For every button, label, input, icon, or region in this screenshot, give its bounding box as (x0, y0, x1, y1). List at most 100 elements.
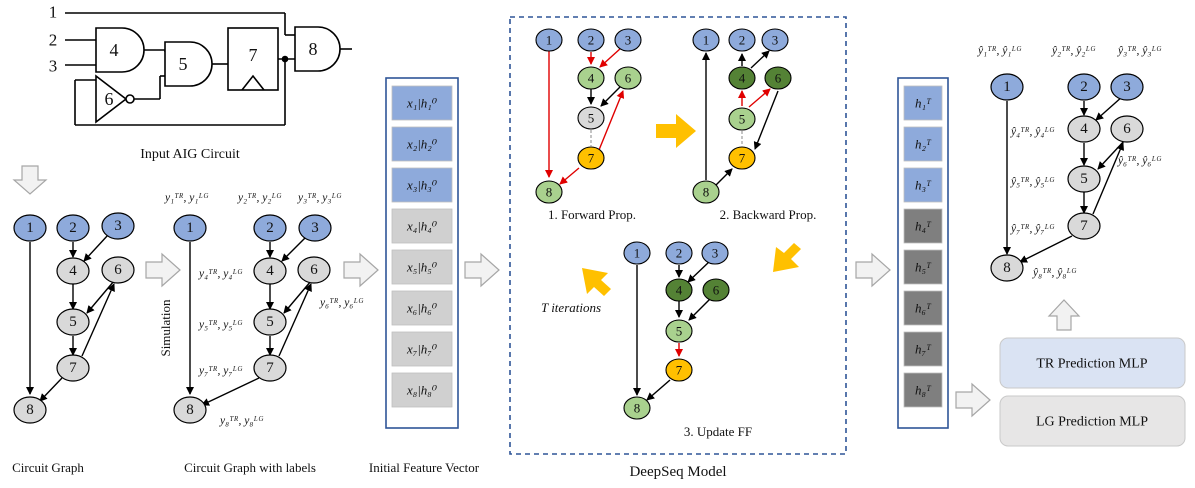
sim-label-2: y₂ᵀᴿ, y₂ᴸᴳ (237, 192, 282, 204)
final-feature-label: h₇ᵀ (915, 342, 932, 357)
caption-deepseq-model: DeepSeq Model (629, 464, 726, 480)
node-3-label: 3 (114, 218, 122, 234)
node-1 (13, 214, 47, 242)
backward-prop-graph: 1 2 3 4 6 5 7 8 (692, 28, 792, 204)
pred-node-1: 1 (1003, 79, 1011, 95)
node-6 (297, 256, 331, 284)
sim-label-6: y₆ᵀᴿ, y₆ᴸᴳ (319, 297, 364, 309)
final-feature-label: h₃ᵀ (915, 178, 932, 193)
tr-prediction-mlp (999, 337, 1186, 389)
pred-node-3: 3 (1123, 79, 1131, 95)
and-gate-8 (294, 26, 341, 72)
aig-gate-6-label: 6 (105, 89, 114, 109)
right-block-arrow-3 (464, 252, 500, 288)
node-4-label: 4 (69, 263, 77, 279)
pred-node-7: 7 (1080, 218, 1088, 234)
node-3 (298, 214, 332, 242)
final-feature-label: h₂ᵀ (915, 137, 932, 152)
right-block-arrow-5 (955, 382, 991, 418)
pred-node-5: 5 (1080, 171, 1088, 187)
bp-node-4: 4 (739, 71, 746, 86)
initial-feature-cell (391, 85, 453, 121)
pred-node-6: 6 (1123, 121, 1131, 137)
deepseq-model-box (509, 16, 847, 455)
sim-label-8: y₈ᵀᴿ, y₈ᴸᴳ (219, 415, 264, 427)
fp-node-7: 7 (588, 151, 595, 166)
node-7 (56, 354, 90, 382)
fp-node-6: 6 (625, 71, 632, 86)
down-block-arrow (12, 165, 48, 195)
simulation-label: Simulation (158, 299, 173, 357)
bp-node-5: 5 (739, 112, 746, 127)
node-5-label: 5 (266, 314, 274, 330)
right-block-arrow-4 (855, 252, 891, 288)
fp-node-1: 1 (546, 33, 553, 48)
final-feature-cell (903, 208, 943, 244)
node-4-label: 4 (266, 263, 274, 279)
node-1-label: 1 (26, 220, 34, 236)
aig-gate-8-label: 8 (309, 39, 318, 59)
aig-circuit (65, 12, 352, 126)
uf-node-1: 1 (634, 246, 641, 261)
t-iterations-label: T iterations (541, 300, 601, 315)
node-5 (56, 308, 90, 336)
uf-node-3: 3 (712, 246, 719, 261)
bp-node-6: 6 (775, 71, 782, 86)
pred-node-2: 2 (1080, 79, 1088, 95)
final-feature-label: h₆ᵀ (915, 301, 932, 316)
sim-label-5: y₅ᵀᴿ, y₅ᴸᴳ (198, 319, 243, 331)
tr-mlp-label: TR Prediction MLP (1036, 357, 1147, 372)
node-4 (253, 257, 287, 285)
caption-circuit-graph: Circuit Graph (12, 460, 84, 475)
pred-label-2: ŷ₂ᵀᴿ, ŷ₂ᴸᴳ (1051, 45, 1096, 57)
pred-label-4: ŷ₄ᵀᴿ, ŷ₄ᴸᴳ (1010, 126, 1055, 138)
final-feature-cell (903, 331, 943, 367)
final-feature-label: h₄ᵀ (915, 219, 932, 234)
not-gate-6 (95, 74, 128, 124)
fp-node-3: 3 (625, 33, 632, 48)
node-1 (173, 214, 207, 242)
node-6-label: 6 (114, 262, 122, 278)
bp-node-8: 8 (703, 185, 710, 200)
node-6-label: 6 (310, 262, 318, 278)
node-7 (253, 354, 287, 382)
initial-feature-cell (391, 290, 453, 326)
bp-node-7: 7 (739, 151, 746, 166)
node-8-label: 8 (186, 402, 194, 418)
final-feature-cell (903, 249, 943, 285)
yellow-arrow-right (656, 114, 696, 148)
initial-feature-label: x₆|h₆⁰ (406, 301, 438, 316)
update-ff-graph: 1 2 3 4 6 5 7 8 (623, 241, 730, 420)
uf-node-5: 5 (676, 324, 683, 339)
final-feature-cell (903, 126, 943, 162)
pred-node-4: 4 (1080, 121, 1088, 137)
final-feature-cell (903, 167, 943, 203)
node-6 (101, 256, 135, 284)
right-block-arrow-2 (343, 252, 379, 288)
initial-feature-cell (391, 249, 453, 285)
node-8-label: 8 (26, 402, 34, 418)
pred-label-5: ŷ₅ᵀᴿ, ŷ₅ᴸᴳ (1010, 176, 1055, 188)
node-5 (253, 308, 287, 336)
node-2 (253, 214, 287, 242)
up-block-arrow (1047, 299, 1081, 331)
prediction-graph: 1 2 3 4 6 5 7 8 ŷ₁ᵀᴿ, ŷ₁ᴸᴳ ŷ₂ᵀᴿ, ŷ₂ᴸᴳ ŷ₃… (977, 45, 1162, 282)
lg-prediction-mlp (999, 395, 1186, 447)
initial-feature-cell (391, 208, 453, 244)
aig-gate-7-label: 7 (249, 45, 258, 65)
final-feature-cell (903, 290, 943, 326)
bp-node-3: 3 (772, 33, 779, 48)
pred-label-7: ŷ₇ᵀᴿ, ŷ₇ᴸᴳ (1010, 223, 1055, 235)
node-2 (56, 214, 90, 242)
pred-label-6: ŷ₆ᵀᴿ, ŷ₆ᴸᴳ (1117, 155, 1162, 167)
uf-node-4: 4 (676, 283, 683, 298)
aig-input-1: 1 (49, 3, 58, 22)
sim-label-4: y₄ᵀᴿ, y₄ᴸᴳ (198, 268, 243, 280)
node-8 (13, 396, 47, 424)
aig-gate-4-label: 4 (110, 40, 119, 60)
uf-node-6: 6 (713, 283, 720, 298)
sim-label-7: y₇ᵀᴿ, y₇ᴸᴳ (198, 365, 243, 377)
uf-node-8: 8 (634, 401, 641, 416)
pred-label-8: ŷ₈ᵀᴿ, ŷ₈ᴸᴳ (1032, 267, 1077, 279)
fp-node-4: 4 (588, 71, 595, 86)
